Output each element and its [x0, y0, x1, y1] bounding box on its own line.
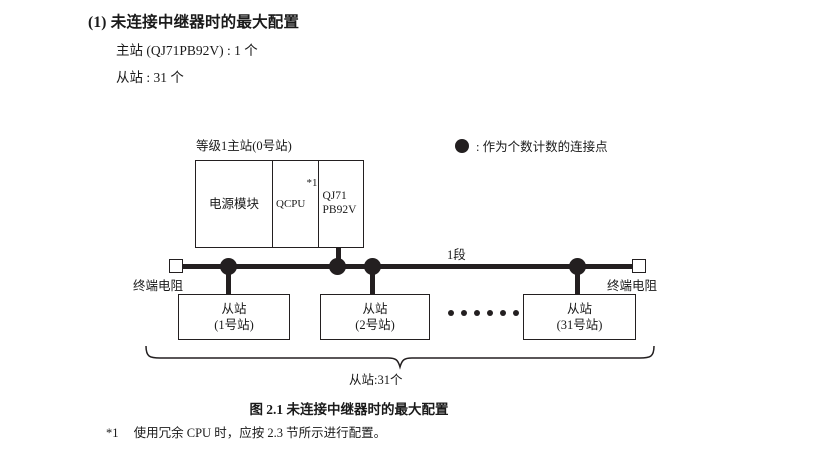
- terminating-resistor-right-label: 终端电阻: [607, 279, 658, 293]
- terminating-resistor-left-icon: [169, 259, 183, 273]
- segment-label: 1段: [447, 248, 466, 262]
- network-module-label-line1: QJ71: [322, 190, 347, 203]
- drop-wire-slave-2: [370, 268, 375, 296]
- drop-wire-slave-31: [575, 268, 580, 296]
- footnote-text: 使用冗余 CPU 时，应按 2.3 节所示进行配置。: [133, 426, 387, 440]
- rack-cell-network-module: QJ71 PB92V: [319, 161, 363, 247]
- connection-point-slave-2-icon: [364, 258, 381, 275]
- slave-station-box-1: 从站 (1号站): [178, 294, 290, 340]
- slave-station-title-31: 从站: [566, 301, 592, 316]
- drop-wire-slave-1: [226, 268, 231, 296]
- legend: : 作为个数计数的连接点: [455, 136, 608, 155]
- spec-line-master: 主站 (QJ71PB92V) : 1 个: [116, 43, 258, 58]
- slave-station-box-2: 从站 (2号站): [320, 294, 430, 340]
- slave-station-number-2: (2号站): [355, 318, 395, 332]
- ellipsis-dot-icon: [487, 310, 493, 316]
- slave-station-title-2: 从站: [362, 301, 388, 316]
- connection-point-slave-1-icon: [220, 258, 237, 275]
- footnote-mark: *1: [106, 426, 119, 440]
- cpu-module-label: QCPU: [276, 197, 306, 210]
- slave-station-number-1: (1号站): [214, 318, 254, 332]
- slave-station-title-1: 从站: [221, 301, 247, 316]
- master-station-rack: 电源模块 QCPU *1 QJ71 PB92V: [195, 160, 364, 248]
- spec-line-slave: 从站 : 31 个: [116, 70, 184, 85]
- network-module-label-line2: PB92V: [322, 204, 357, 216]
- slave-station-number-31: (31号站): [556, 318, 603, 332]
- section-title: 未连接中继器时的最大配置: [110, 14, 300, 31]
- rack-label: 等级1主站(0号站): [196, 139, 292, 153]
- bus-trunk-line: [176, 264, 639, 269]
- network-configuration-diagram: : 作为个数计数的连接点 等级1主站(0号站) 电源模块 QCPU *1 QJ7…: [0, 120, 821, 395]
- network-module-label: QJ71 PB92V: [323, 190, 357, 217]
- section-number: (1): [88, 14, 107, 31]
- ellipsis-dot-icon: [474, 310, 480, 316]
- connection-point-slave-31-icon: [569, 258, 586, 275]
- rack-cell-power-module: 电源模块: [196, 161, 274, 247]
- rack-cell-cpu-module: QCPU *1: [273, 161, 319, 247]
- ellipsis-dot-icon: [448, 310, 454, 316]
- terminating-resistor-right-icon: [632, 259, 646, 273]
- slave-station-box-31: 从站 (31号站): [523, 294, 636, 340]
- cpu-footnote-mark: *1: [306, 177, 318, 189]
- footnote: *1 使用冗余 CPU 时，应按 2.3 节所示进行配置。: [106, 422, 386, 441]
- legend-label: : 作为个数计数的连接点: [476, 140, 608, 154]
- connection-point-master-icon: [329, 258, 346, 275]
- slave-count-brace: [145, 345, 655, 370]
- power-module-label: 电源模块: [209, 196, 260, 211]
- figure-caption: 图 2.1 未连接中继器时的最大配置: [249, 402, 449, 417]
- terminating-resistor-left-label: 终端电阻: [133, 279, 184, 293]
- heading-block: (1) 未连接中继器时的最大配置 主站 (QJ71PB92V) : 1 个 从站…: [88, 10, 648, 86]
- ellipsis-dot-icon: [500, 310, 506, 316]
- filled-circle-icon: [455, 138, 469, 153]
- ellipsis-dot-icon: [461, 310, 467, 316]
- ellipsis-dots: [448, 310, 519, 316]
- ellipsis-dot-icon: [513, 310, 519, 316]
- section-heading: (1) 未连接中继器时的最大配置: [88, 10, 648, 32]
- slave-count-label: 从站:31个: [349, 373, 403, 387]
